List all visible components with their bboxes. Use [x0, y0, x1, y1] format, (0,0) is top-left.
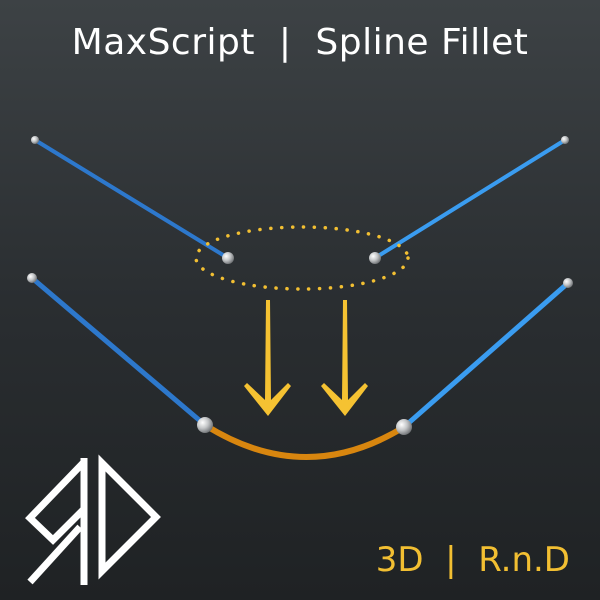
spline-before	[31, 136, 569, 264]
vertex-node	[369, 252, 381, 264]
down-arrow-icon	[244, 300, 291, 416]
spline-after	[27, 273, 573, 460]
vertex-node	[197, 417, 213, 433]
rnd-logo	[25, 454, 161, 585]
vertex-node	[561, 136, 569, 144]
selection-ellipse	[194, 225, 410, 291]
vertex-node	[563, 278, 573, 288]
page-title: MaxScript | Spline Fillet	[71, 22, 529, 63]
vertex-node	[222, 252, 234, 264]
brand-label: 3D | R.n.D	[375, 540, 570, 580]
vertex-node	[27, 273, 37, 283]
fillet-arc	[202, 422, 407, 460]
down-arrow-icon	[321, 300, 368, 416]
vertex-node	[396, 419, 412, 435]
vertex-node	[31, 136, 39, 144]
